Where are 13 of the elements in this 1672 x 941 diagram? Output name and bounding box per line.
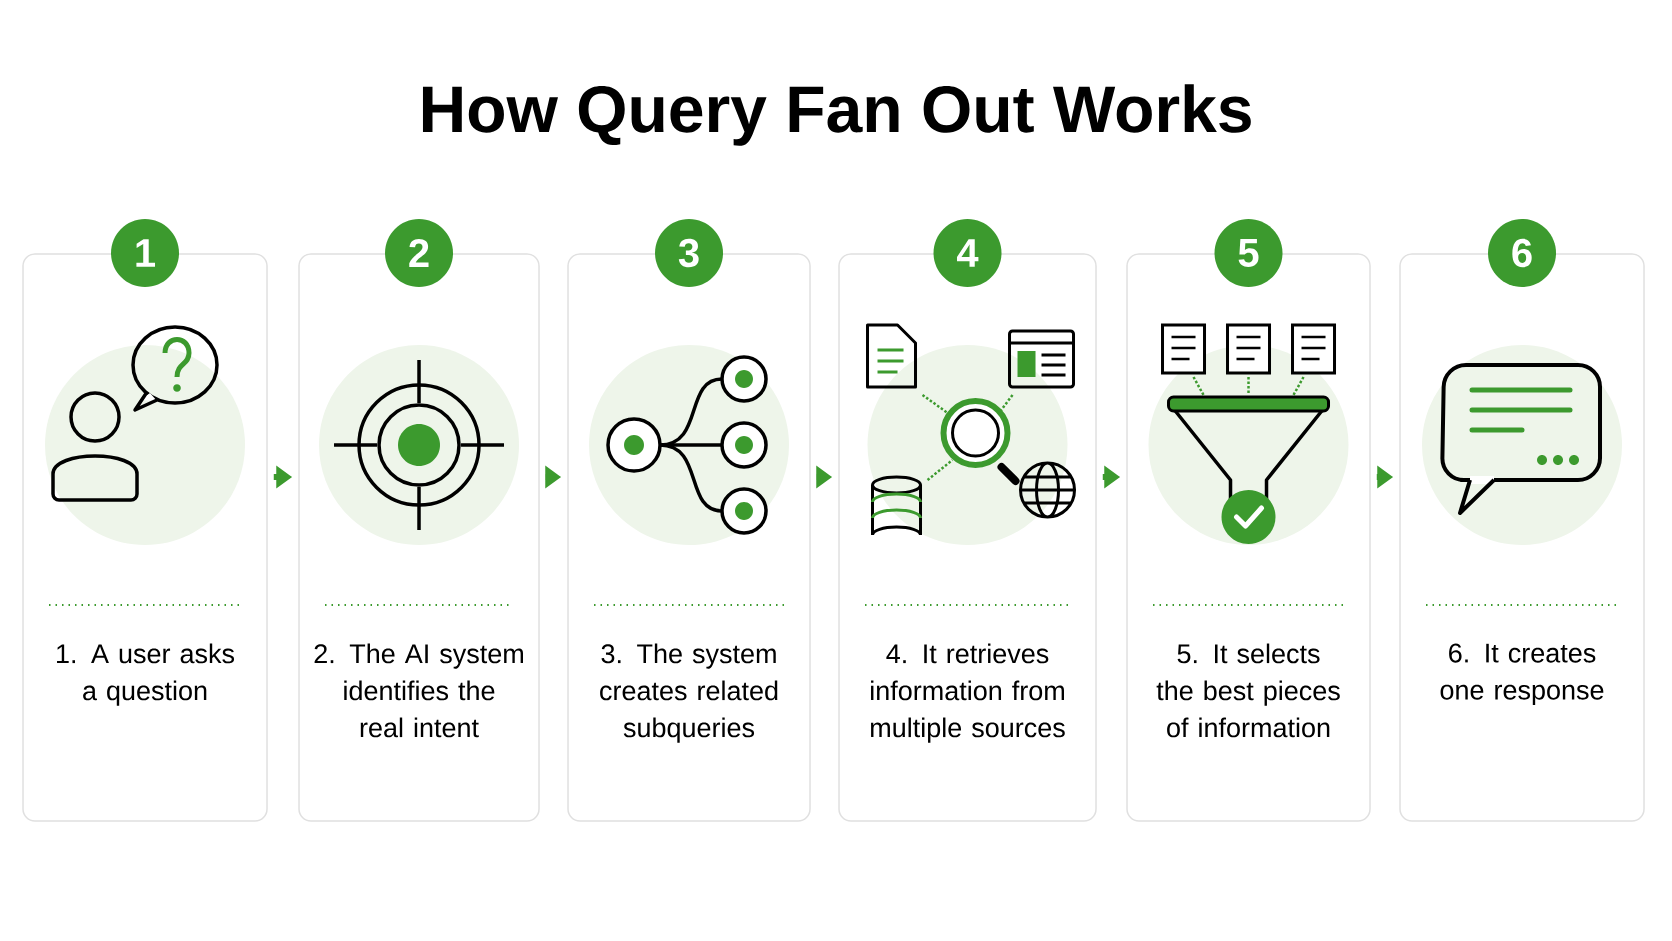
- step-description: 5. It selects the best pieces of information: [1156, 643, 1340, 738]
- step-number-badge: 3: [655, 219, 723, 287]
- step-number-badge: 5: [1214, 219, 1283, 287]
- title: How Query Fan Out Works: [422, 84, 1251, 146]
- step-description: 1. A user asks a question: [57, 643, 235, 706]
- step-description: 6. It creates one response: [1440, 643, 1604, 705]
- step-number-badge: 1: [111, 219, 179, 287]
- step-description: 3. The system creates related subqueries: [600, 643, 778, 743]
- step-description: 2. The AI system identifies the real intent: [314, 643, 523, 738]
- step-number-badge: 6: [1488, 219, 1556, 287]
- step-number-badge: 2: [385, 219, 453, 287]
- step-description: 4. It retrieves information from multiple sources: [871, 643, 1065, 743]
- step-number-badge: 4: [933, 219, 1002, 287]
